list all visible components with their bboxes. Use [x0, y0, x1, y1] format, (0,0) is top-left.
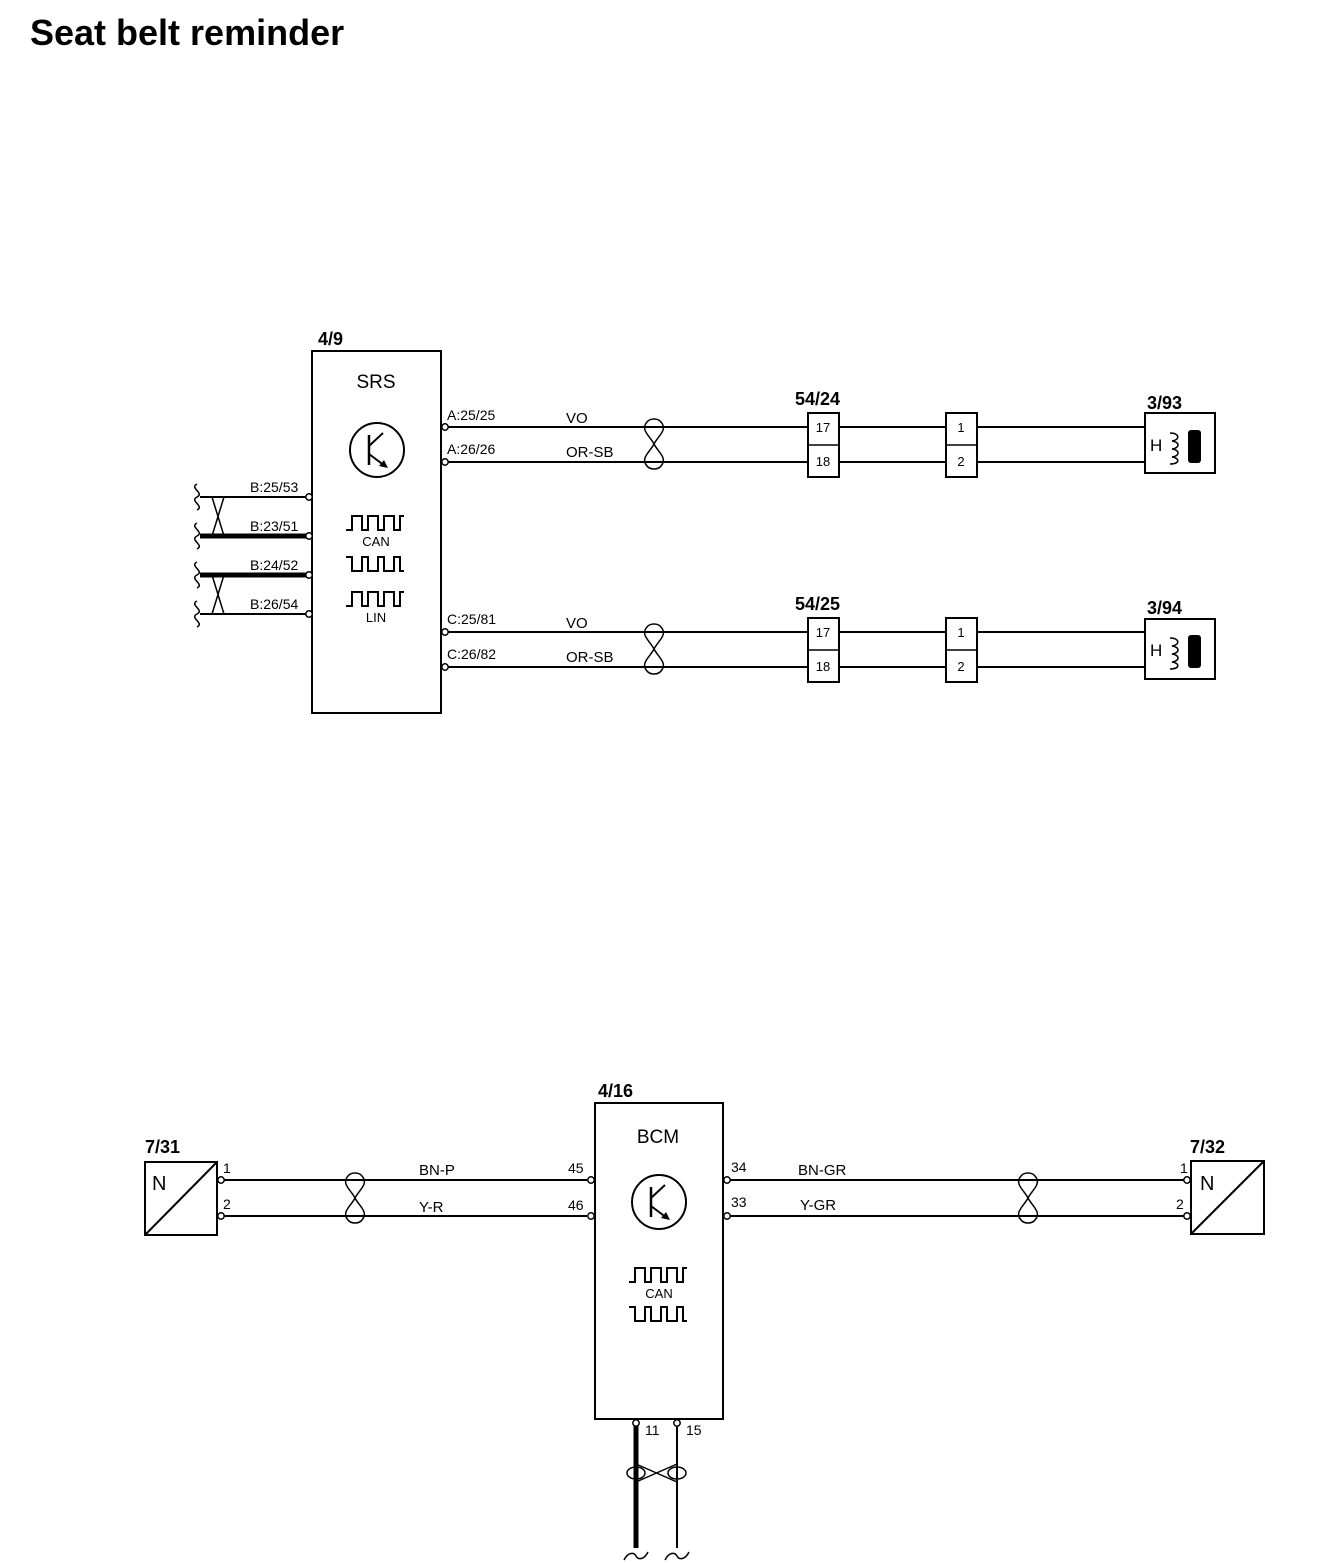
bcm-ref: 4/16: [598, 1081, 633, 1101]
coil-icon: [1169, 637, 1179, 670]
srs-pin-label: A:25/25: [447, 407, 495, 423]
page-title: Seat belt reminder: [30, 12, 345, 53]
component-ref: 3/94: [1147, 598, 1182, 618]
sensor-pin-label: 2: [223, 1196, 231, 1212]
wire-continuation-icon: [664, 1551, 690, 1561]
srs-can-label: CAN: [362, 534, 389, 549]
srs-pin-label: B:24/52: [250, 557, 298, 573]
transistor-icon: [630, 1173, 688, 1231]
wires-right-sensor: BN-GR Y-GR: [723, 1162, 1184, 1224]
connector-pin: 1: [957, 625, 964, 640]
sensor-ref: 7/32: [1190, 1137, 1225, 1157]
circuit-upper: VO OR-SB 54/24 17 18 1 2 3/93 H: [441, 389, 1216, 478]
connector-pin: 2: [957, 454, 964, 469]
srs-bus-wires: [193, 483, 313, 628]
coil-icon: [1169, 432, 1179, 465]
connector-pin: 17: [816, 625, 830, 640]
magnet-icon: [1188, 430, 1201, 463]
connector-pin: 17: [816, 420, 830, 435]
connector-pin: 18: [816, 454, 830, 469]
bcm-pin-label: 33: [731, 1194, 747, 1210]
component-symbol: H: [1150, 641, 1162, 660]
bcm-box: [594, 1102, 724, 1420]
sensor-pin-label: 1: [223, 1160, 231, 1176]
wire-color-label: BN-GR: [798, 1162, 847, 1179]
srs-pin-label: B:23/51: [250, 518, 298, 534]
seatbelt-switch-3-94: [1144, 618, 1216, 680]
connector-ref: 54/24: [795, 389, 840, 409]
component-symbol: H: [1150, 436, 1162, 455]
bcm-pin-label: 34: [731, 1159, 747, 1175]
srs-pin-label: B:25/53: [250, 479, 298, 495]
wire-continuation-icon: [193, 483, 201, 511]
bcm-name: BCM: [637, 1127, 679, 1148]
wire-color-label: OR-SB: [566, 649, 614, 666]
srs-pin-label: B:26/54: [250, 596, 298, 612]
seatbelt-switch-3-93: [1144, 412, 1216, 474]
bcm-pin-label: 11: [645, 1422, 660, 1438]
bcm-pin-label: 15: [686, 1422, 702, 1438]
magnet-icon: [1188, 635, 1201, 668]
wire-color-label: Y-R: [419, 1199, 444, 1216]
transistor-icon: [348, 421, 406, 479]
wire-color-label: VO: [566, 615, 588, 632]
bcm-module: 4/16 BCM CAN 45 46 34 33 11 15: [568, 1081, 747, 1438]
bcm-pin-label: 45: [568, 1160, 584, 1176]
wire-continuation-icon: [193, 561, 201, 589]
sensor-symbol: N: [152, 1173, 166, 1195]
wire-continuation-icon: [193, 600, 201, 628]
srs-ref: 4/9: [318, 329, 343, 349]
connector-pin: 2: [957, 659, 964, 674]
wires-left-sensor: BN-P Y-R: [224, 1162, 595, 1224]
srs-box: [311, 350, 442, 714]
srs-lin-label: LIN: [366, 610, 386, 625]
wire-continuation-icon: [193, 522, 201, 550]
wire-continuation-icon: [623, 1551, 649, 1561]
connector-pin: 18: [816, 659, 830, 674]
srs-pin-label: C:26/82: [447, 646, 496, 662]
bcm-bus-wires: [623, 1419, 690, 1561]
wire-color-label: BN-P: [419, 1162, 455, 1179]
sensor-ref: 7/31: [145, 1137, 180, 1157]
wire-color-label: OR-SB: [566, 444, 614, 461]
bcm-can-label: CAN: [645, 1286, 672, 1301]
bcm-pin-label: 46: [568, 1197, 584, 1213]
srs-module: 4/9 SRS CAN LIN A:25/25 A:26/26 C:25/81 …: [250, 329, 496, 714]
sensor-pin-label: 1: [1180, 1160, 1188, 1176]
circuit-lower: VO OR-SB 54/25 17 18 1 2 3/94 H: [441, 594, 1216, 683]
sensor-pin-label: 2: [1176, 1196, 1184, 1212]
connector-ref: 54/25: [795, 594, 840, 614]
sensor-7-31: 7/31 N 1 2: [144, 1137, 231, 1236]
wire-color-label: VO: [566, 410, 588, 427]
sensor-7-32: 7/32 N 1 2: [1176, 1137, 1265, 1235]
srs-name: SRS: [356, 372, 395, 393]
srs-pin-label: A:26/26: [447, 441, 495, 457]
sensor-symbol: N: [1200, 1173, 1214, 1195]
wire-color-label: Y-GR: [800, 1197, 836, 1214]
component-ref: 3/93: [1147, 393, 1182, 413]
connector-pin: 1: [957, 420, 964, 435]
srs-pin-label: C:25/81: [447, 611, 496, 627]
